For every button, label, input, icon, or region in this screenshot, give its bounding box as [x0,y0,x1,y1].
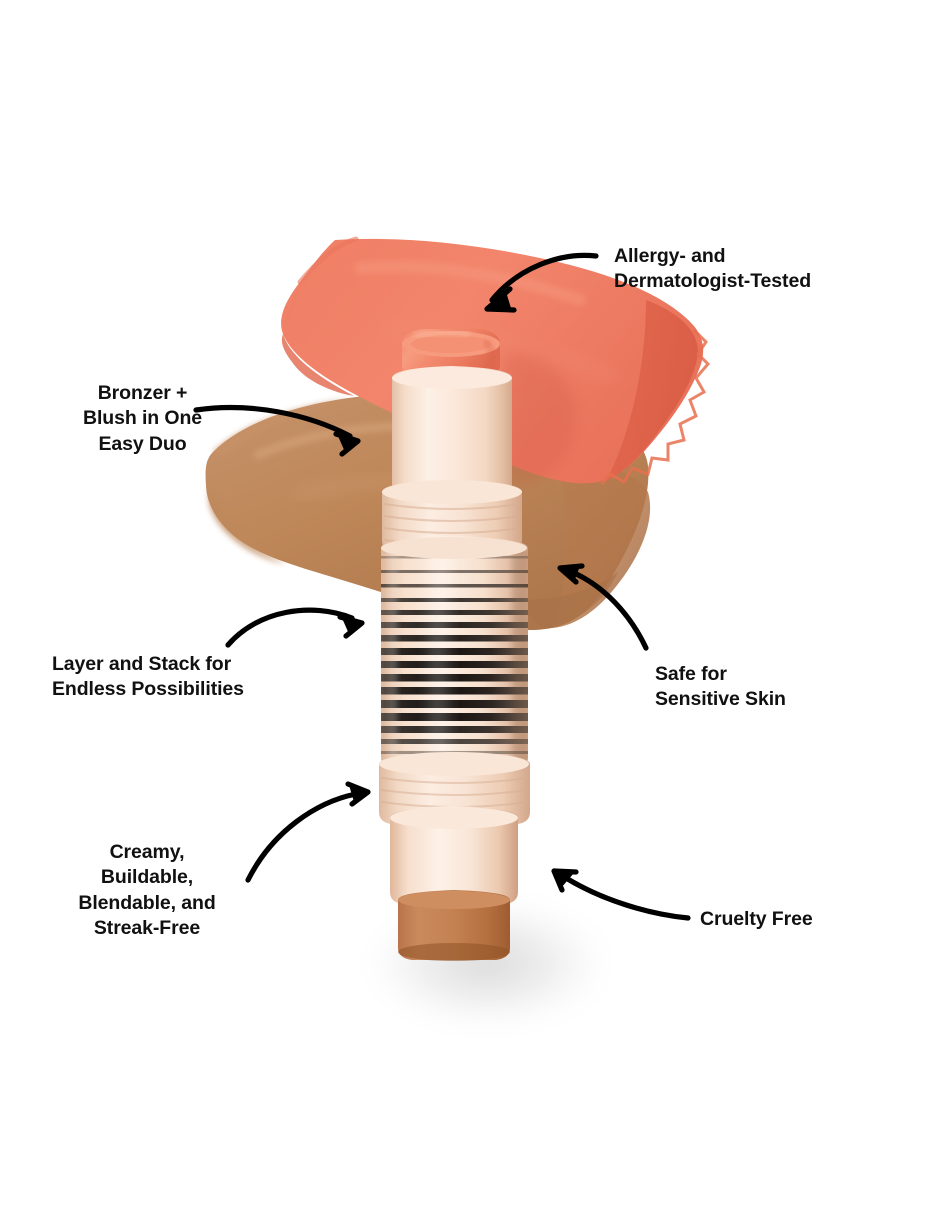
product-tube [379,329,530,961]
callout-bronzer-blush-duo: Bronzer + Blush in One Easy Duo [82,382,203,455]
arrow-cruelty-free [551,868,691,921]
arrow-layer-and-stack [225,607,365,648]
arrow-safe-sensitive-skin [557,563,649,651]
callout-creamy-buildable: Creamy, Buildable, Blendable, and Streak… [78,841,216,940]
callout-layer-and-stack: Layer and Stack for Endless Possibilitie… [52,653,244,701]
tube-lower-barrel [390,806,518,905]
tube-thread-ring [382,480,522,552]
tube-lower-ring [379,752,530,824]
arrow-allergy-tested [484,252,599,313]
callout-safe-sensitive-skin: Safe for Sensitive Skin [655,663,786,711]
arrow-creamy-buildable [245,781,371,883]
barrel-ribs [381,548,528,768]
tube-upper-collar [392,366,512,496]
callout-allergy-tested: Allergy- and Dermatologist-Tested [614,245,811,293]
tube-ribbed-barrel [381,536,528,768]
arrow-bronzer-blush-duo [193,404,361,457]
callout-arrows [193,252,691,921]
callout-cruelty-free: Cruelty Free [700,908,813,930]
blush-product-top [402,329,500,380]
bronzer-product-base [398,890,510,961]
